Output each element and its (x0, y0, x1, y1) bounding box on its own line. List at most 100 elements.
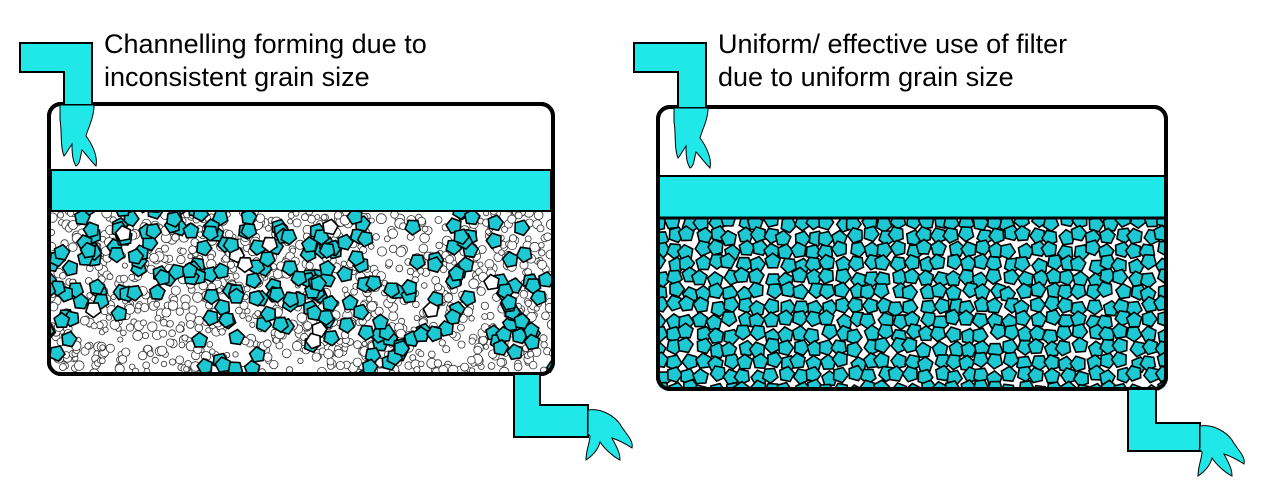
small-grain (487, 362, 496, 370)
large-grain (944, 269, 962, 287)
large-grain (240, 222, 258, 240)
filter-left (19, 42, 633, 461)
small-grain (138, 350, 148, 361)
large-grain (720, 310, 738, 328)
small-grain (418, 243, 429, 254)
large-grain (1058, 228, 1076, 246)
small-grain (456, 323, 465, 332)
large-grain (830, 339, 848, 357)
large-grain (495, 325, 513, 343)
large-grain (347, 250, 365, 267)
large-grain (887, 301, 905, 318)
small-grain (467, 356, 476, 365)
small-grain (140, 303, 150, 313)
small-grain (232, 351, 239, 358)
large-grain (1000, 365, 1018, 383)
small-grain (175, 307, 184, 316)
small-grain (99, 357, 106, 365)
large-grain (310, 274, 328, 292)
small-grain (128, 363, 136, 370)
small-grain (536, 224, 545, 233)
small-grain (244, 308, 251, 315)
small-grain (383, 235, 391, 243)
small-grain (102, 326, 109, 333)
small-grain (395, 246, 407, 258)
small-grain (301, 213, 309, 222)
large-grain (485, 232, 502, 250)
large-grain (776, 381, 793, 389)
small-grain (513, 362, 523, 372)
large-grain (946, 253, 964, 271)
large-grain (53, 243, 71, 261)
large-grain (404, 373, 422, 374)
small-grain (368, 217, 375, 224)
small-grain (499, 366, 510, 374)
small-grain (473, 345, 483, 355)
small-grain (99, 344, 106, 351)
small-grain (533, 210, 544, 221)
small-grain (117, 336, 124, 343)
large-grain (319, 259, 336, 277)
large-grain (942, 227, 959, 244)
large-grain (459, 289, 477, 307)
small-grain (483, 343, 490, 350)
large-grain (127, 247, 145, 265)
small-grain (105, 314, 113, 321)
caption-left-line1: Channelling forming due to (104, 29, 427, 59)
large-grain (876, 323, 894, 341)
large-grain (341, 293, 359, 311)
large-grain (1069, 255, 1087, 273)
large-grain (1030, 310, 1048, 328)
large-grain (1043, 367, 1061, 384)
small-grain (421, 225, 429, 233)
large-grain (777, 243, 795, 260)
small-grain (419, 232, 430, 244)
small-grain (160, 360, 168, 368)
small-grain (477, 261, 484, 268)
small-grain (167, 300, 179, 311)
large-grain (752, 352, 770, 370)
large-grain (317, 309, 335, 327)
small-grain (73, 360, 85, 371)
large-grain (513, 312, 531, 330)
large-grain (777, 309, 795, 326)
large-grain (916, 355, 934, 373)
caption-right: Uniform/ effective use of filter due to … (718, 28, 1067, 94)
small-grain (468, 315, 475, 322)
large-grain (737, 226, 755, 243)
large-grain (889, 239, 906, 257)
small-grain (445, 254, 455, 264)
large-grain (261, 236, 279, 254)
small-grain (68, 242, 78, 252)
small-grain (527, 350, 534, 358)
large-grain (747, 281, 764, 299)
small-grain (372, 233, 380, 241)
small-grain (303, 321, 313, 331)
large-grain (859, 368, 877, 385)
filter-left-water-layer (50, 169, 552, 212)
large-grain (166, 210, 183, 228)
large-grain (108, 246, 126, 264)
large-grain (767, 351, 784, 369)
large-grain (985, 297, 1003, 314)
small-grain (468, 278, 480, 290)
small-grain (305, 261, 314, 270)
large-grain (665, 294, 682, 312)
small-grain (132, 330, 144, 341)
small-grain (154, 314, 162, 322)
large-grain (806, 339, 824, 357)
large-grain (1041, 328, 1059, 346)
small-grain (323, 348, 334, 359)
large-grain (985, 255, 1003, 273)
small-grain (413, 315, 420, 322)
large-grain (61, 330, 78, 348)
small-grain (519, 290, 529, 299)
small-grain (188, 245, 197, 255)
small-grain (181, 301, 190, 310)
water-splash-icon (1197, 425, 1245, 477)
small-grain (57, 211, 65, 219)
large-grain (762, 297, 780, 315)
large-grain (719, 252, 737, 270)
large-grain (82, 221, 100, 239)
large-grain (153, 268, 171, 286)
